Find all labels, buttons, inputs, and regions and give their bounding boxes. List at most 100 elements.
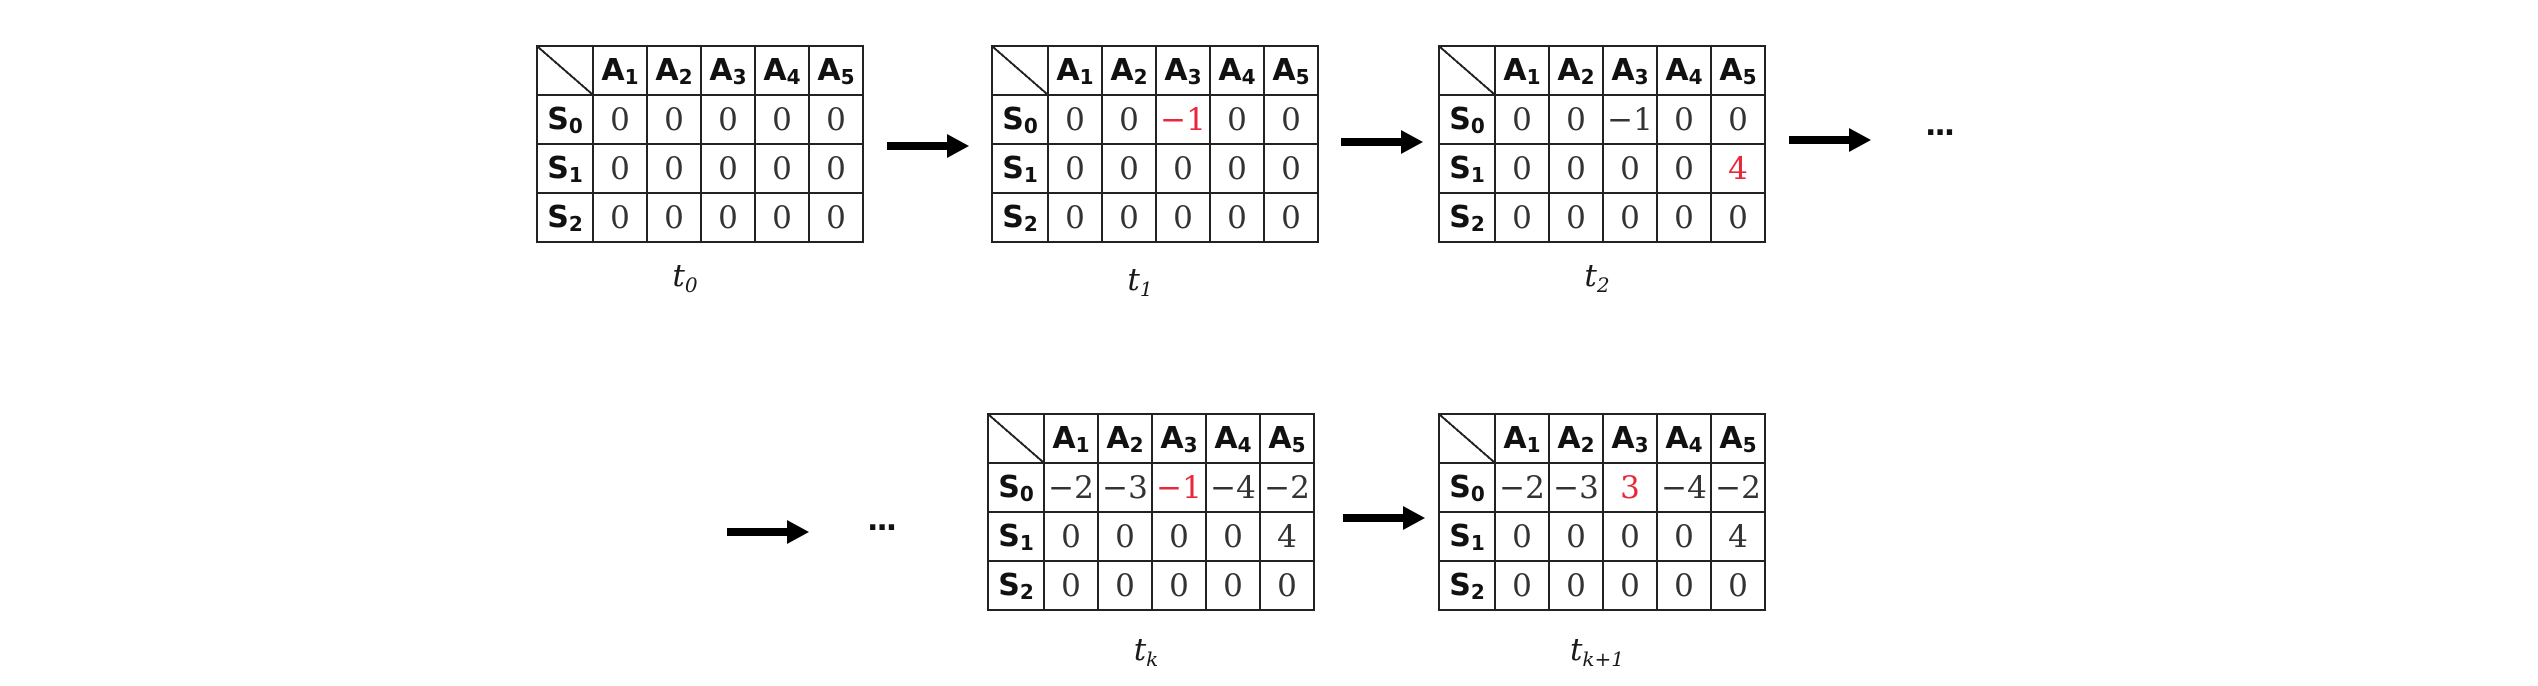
state-header: S2 [987, 560, 1045, 611]
q-value-cell: 0 [1656, 560, 1712, 611]
state-header: S1 [1438, 511, 1496, 562]
q-value-cell: 0 [1043, 560, 1099, 611]
q-value-cell: −4 [1205, 462, 1261, 513]
q-value-cell: 0 [1101, 94, 1157, 145]
action-header: A2 [1548, 45, 1604, 96]
q-value-cell: 0 [1209, 192, 1265, 243]
action-header: A2 [646, 45, 702, 96]
q-value-cell: 0 [1710, 94, 1766, 145]
action-header: A3 [1155, 45, 1211, 96]
action-header: A5 [1263, 45, 1319, 96]
q-value-cell: 0 [1151, 511, 1207, 562]
state-row: S0−2−3−1−4−2 [987, 462, 1315, 513]
q-value-cell: 0 [808, 192, 864, 243]
q-value-cell: 0 [1155, 143, 1211, 194]
q-value-cell: 0 [1047, 192, 1103, 243]
q-value-cell: 0 [1097, 560, 1153, 611]
q-value-cell: 0 [1263, 94, 1319, 145]
q-value-cell: 0 [700, 143, 756, 194]
action-header: A2 [1548, 413, 1604, 464]
q-value-cell: 4 [1710, 143, 1766, 194]
state-header: S2 [1438, 192, 1496, 243]
q-value-cell: 0 [1101, 192, 1157, 243]
action-header: A1 [1043, 413, 1099, 464]
state-header: S0 [987, 462, 1045, 513]
right-arrow-icon [1341, 130, 1423, 154]
q-value-cell: 0 [1263, 192, 1319, 243]
q-value-cell: −3 [1097, 462, 1153, 513]
q-value-cell: 0 [1602, 192, 1658, 243]
q-value-cell: −1 [1151, 462, 1207, 513]
action-header: A5 [1710, 413, 1766, 464]
q-value-cell: 0 [1494, 511, 1550, 562]
q-value-cell: −2 [1494, 462, 1550, 513]
right-arrow-icon [727, 520, 809, 544]
action-header: A1 [592, 45, 648, 96]
action-header: A2 [1101, 45, 1157, 96]
time-label-t2: t2 [1584, 258, 1610, 297]
q-value-cell: 0 [1602, 560, 1658, 611]
q-value-cell: 0 [1209, 94, 1265, 145]
state-header: S1 [536, 143, 594, 194]
right-arrow-icon [887, 134, 969, 158]
action-header: A1 [1494, 45, 1550, 96]
q-value-cell: 0 [1494, 560, 1550, 611]
action-header: A5 [1259, 413, 1315, 464]
q-value-cell: 0 [1097, 511, 1153, 562]
state-header: S2 [991, 192, 1049, 243]
action-header: A4 [754, 45, 810, 96]
state-header: S0 [536, 94, 594, 145]
q-value-cell: 0 [592, 143, 648, 194]
action-header: A4 [1656, 45, 1712, 96]
q-value-cell: 0 [808, 143, 864, 194]
state-header: S1 [1438, 143, 1496, 194]
q-value-cell: 0 [1047, 94, 1103, 145]
q-value-cell: 0 [1043, 511, 1099, 562]
action-header: A4 [1205, 413, 1261, 464]
action-header: A5 [1710, 45, 1766, 96]
action-header: A3 [1602, 413, 1658, 464]
corner-cell [1438, 413, 1496, 464]
q-value-cell: 0 [1259, 560, 1315, 611]
q-value-cell: 0 [592, 94, 648, 145]
q-value-cell: 0 [1710, 192, 1766, 243]
q-value-cell: 0 [1548, 143, 1604, 194]
q-value-cell: 0 [1656, 192, 1712, 243]
action-header: A4 [1656, 413, 1712, 464]
q-value-cell: 0 [1656, 143, 1712, 194]
time-label-tk1: tk+1 [1569, 632, 1625, 671]
q-value-cell: 0 [1209, 143, 1265, 194]
action-header: A1 [1047, 45, 1103, 96]
q-value-cell: 0 [646, 192, 702, 243]
action-header: A1 [1494, 413, 1550, 464]
right-arrow-icon [1789, 128, 1871, 152]
q-value-cell: 0 [646, 94, 702, 145]
q-value-cell: 0 [754, 192, 810, 243]
state-header: S0 [1438, 94, 1496, 145]
q-value-cell: 4 [1259, 511, 1315, 562]
q-value-cell: 0 [1151, 560, 1207, 611]
q-value-cell: 0 [754, 143, 810, 194]
q-value-cell: 0 [700, 94, 756, 145]
q-value-cell: −2 [1259, 462, 1315, 513]
q-value-cell: 0 [1205, 511, 1261, 562]
corner-cell [991, 45, 1049, 96]
time-label-t0: t0 [672, 258, 698, 297]
action-header: A2 [1097, 413, 1153, 464]
